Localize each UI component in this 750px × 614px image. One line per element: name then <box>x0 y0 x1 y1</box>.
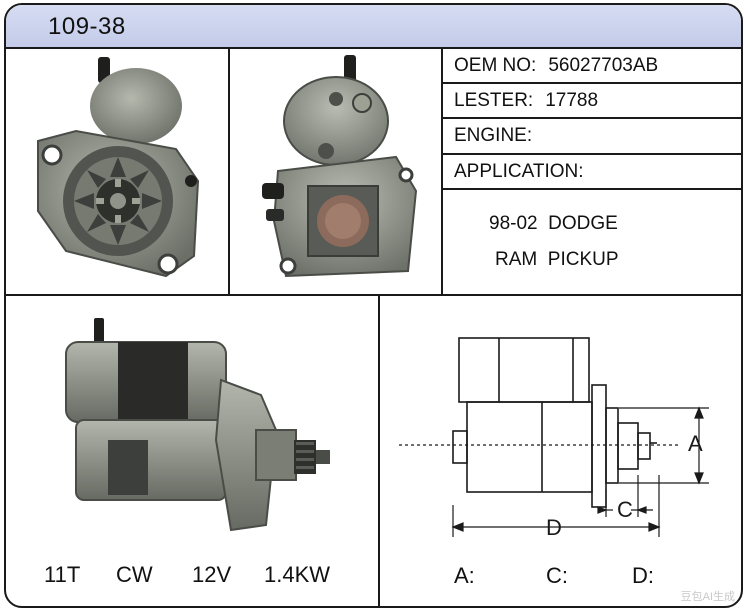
product-card: 109-38 <box>4 3 743 608</box>
starter-front-photo <box>37 57 200 278</box>
diagram-label-c: C <box>617 497 633 522</box>
divider <box>228 47 230 295</box>
engine-label: ENGINE: <box>454 125 533 146</box>
application-line-1: 98-02 DODGE <box>489 213 618 234</box>
oem-row: OEM NO: 56027703AB <box>454 55 658 77</box>
divider <box>378 294 380 606</box>
dimension-d-label: D: <box>632 563 654 588</box>
dimension-diagram: A C D <box>399 337 709 540</box>
application-line-2: RAM PICKUP <box>495 249 619 270</box>
voltage: 12V <box>192 562 232 587</box>
divider <box>441 117 741 119</box>
rotation-direction: CW <box>116 562 153 587</box>
divider <box>6 294 741 296</box>
divider <box>441 82 741 84</box>
starter-side-photo <box>65 318 330 532</box>
application-label: APPLICATION: <box>454 161 584 182</box>
dimension-c-label: C: <box>546 563 568 588</box>
starter-rear-photo <box>262 55 418 278</box>
part-number: 109-38 <box>48 13 126 40</box>
power-rating: 1.4KW <box>264 562 331 587</box>
watermark: 豆包AI生成 <box>680 591 735 603</box>
teeth-count: 11T <box>44 562 81 587</box>
lester-row: LESTER: 17788 <box>454 90 598 112</box>
divider <box>441 188 741 190</box>
diagram-label-d: D <box>546 515 562 540</box>
lester-label: LESTER: <box>454 90 534 111</box>
dimension-a-label: A: <box>454 563 475 588</box>
engine-row: ENGINE: <box>454 125 544 147</box>
divider <box>441 153 741 155</box>
oem-label: OEM NO: <box>454 55 537 76</box>
oem-value: 56027703AB <box>548 55 659 76</box>
diagram-label-a: A <box>688 431 703 456</box>
header-bar: 109-38 <box>6 5 741 49</box>
lester-value: 17788 <box>545 90 599 111</box>
divider <box>441 47 443 295</box>
application-row: APPLICATION: <box>454 161 584 183</box>
